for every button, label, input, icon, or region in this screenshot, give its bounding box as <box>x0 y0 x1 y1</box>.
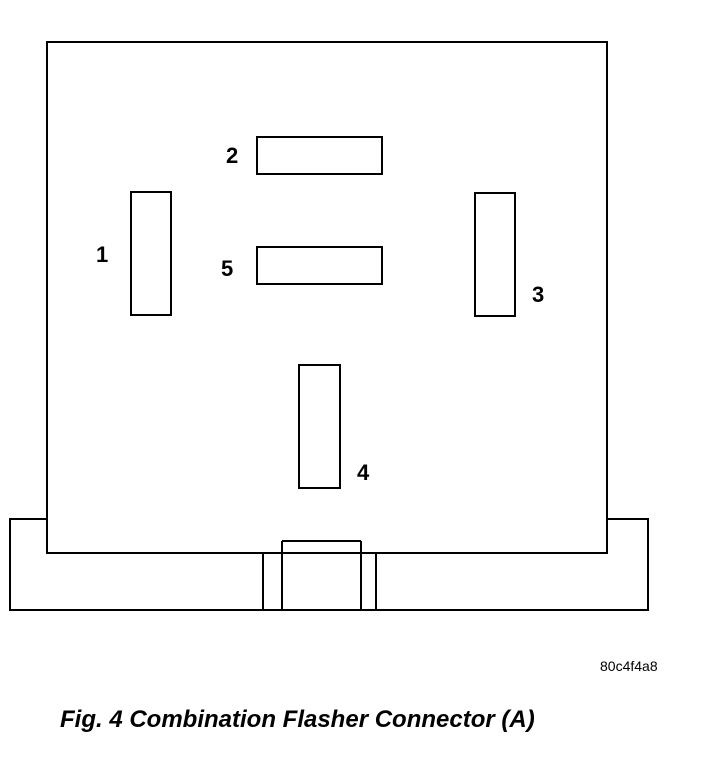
pin-1-label: 1 <box>96 242 108 267</box>
pin-1-cavity <box>130 191 172 316</box>
connector-diagram: 1 2 3 4 5 <box>9 41 649 611</box>
pin-5-label: 5 <box>221 256 233 281</box>
pin-3-cavity <box>474 192 516 317</box>
locking-tab <box>262 540 377 611</box>
figure-reference-code: 80c4f4a8 <box>600 658 658 674</box>
figure-caption: Fig. 4 Combination Flasher Connector (A) <box>60 706 535 733</box>
terminal-cavities <box>130 136 516 489</box>
pin-2-label: 2 <box>226 143 238 168</box>
pin-4-cavity <box>298 364 341 489</box>
pin-3-label: 3 <box>532 282 544 307</box>
pin-4-label: 4 <box>357 460 370 485</box>
locking-tab-outer <box>262 552 377 611</box>
pin-2-cavity <box>256 136 383 175</box>
pin-5-cavity <box>256 246 383 285</box>
